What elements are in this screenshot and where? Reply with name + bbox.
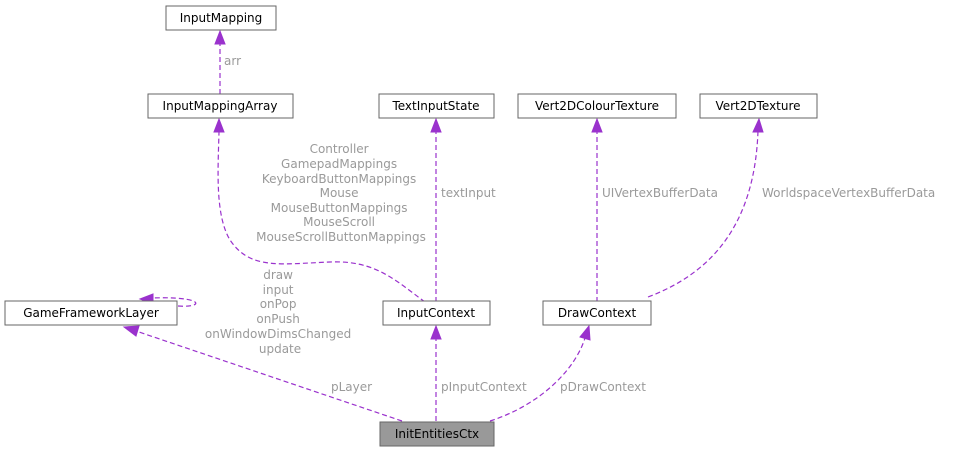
node-label-draw-context: DrawContext (558, 306, 637, 320)
node-input-context[interactable]: InputContext (382, 300, 491, 326)
edge-p-draw-context (489, 337, 586, 422)
edge-labels: arr Controller GamepadMappings KeyboardB… (205, 54, 935, 394)
node-vert2d-colour-texture[interactable]: Vert2DColourTexture (517, 93, 677, 119)
node-label-text-input-state: TextInputState (391, 99, 479, 113)
edge-label-arr: arr (224, 54, 241, 68)
edge-layer-self (151, 297, 197, 307)
edge-label-p-input-context: pInputContext (441, 380, 527, 394)
node-label-game-framework-layer: GameFrameworkLayer (23, 306, 159, 320)
node-label-input-mapping-array: InputMappingArray (163, 99, 278, 113)
edge-input-mappings-arrowhead (213, 117, 225, 133)
edge-worldspace-vertex-buffer-arrowhead (752, 117, 764, 133)
edge-label-worldspace-vertex-buffer: WorldspaceVertexBufferData (762, 186, 935, 200)
node-init-entities-ctx[interactable]: InitEntitiesCtx (379, 421, 495, 447)
node-label-init-entities-ctx: InitEntitiesCtx (395, 427, 479, 441)
node-text-input-state[interactable]: TextInputState (378, 93, 495, 119)
edge-text-input-arrowhead (430, 117, 442, 133)
node-label-input-mapping: InputMapping (180, 11, 263, 25)
node-input-mapping-array[interactable]: InputMappingArray (147, 93, 294, 119)
edges (122, 29, 764, 422)
edge-p-draw-context-arrowhead (579, 324, 591, 341)
edge-label-input-mappings: Controller GamepadMappings KeyboardButto… (256, 142, 426, 244)
edge-p-layer (135, 330, 403, 422)
node-draw-context[interactable]: DrawContext (542, 300, 652, 326)
edge-label-p-draw-context: pDrawContext (560, 380, 646, 394)
node-game-framework-layer[interactable]: GameFrameworkLayer (4, 300, 178, 326)
node-label-input-context: InputContext (397, 306, 475, 320)
edge-label-ui-vertex-buffer: UIVertexBufferData (602, 186, 718, 200)
edge-label-text-input: textInput (441, 186, 496, 200)
edge-label-p-layer: pLayer (331, 380, 372, 394)
edge-input-mappings (217, 131, 426, 303)
node-input-mapping[interactable]: InputMapping (165, 5, 277, 31)
node-label-vert2d-colour-texture: Vert2DColourTexture (535, 99, 659, 113)
edge-worldspace-vertex-buffer (647, 130, 759, 298)
edge-p-input-context-arrowhead (430, 324, 442, 340)
node-vert2d-texture[interactable]: Vert2DTexture (699, 93, 818, 119)
edge-arr-arrowhead (214, 29, 226, 45)
edge-p-layer-arrowhead (122, 325, 140, 337)
node-label-vert2d-texture: Vert2DTexture (715, 99, 800, 113)
edge-ui-vertex-buffer-arrowhead (591, 117, 603, 133)
edge-label-layer-self: draw input onPop onPush onWindowDimsChan… (205, 268, 355, 356)
